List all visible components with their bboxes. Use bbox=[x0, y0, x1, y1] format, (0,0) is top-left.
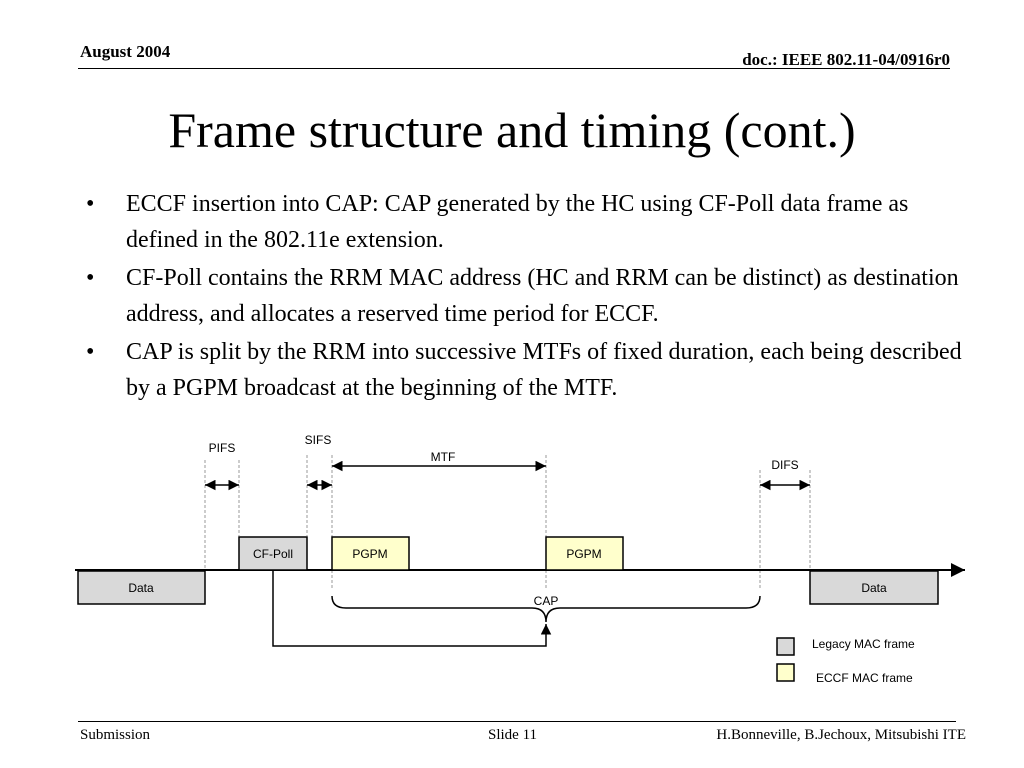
bullet-text: CAP is split by the RRM into successive … bbox=[126, 339, 962, 401]
footer-slide-number: Slide 11 bbox=[488, 727, 538, 743]
bullet-list: • ECCF insertion into CAP: CAP generated … bbox=[84, 186, 964, 408]
legend-swatch-eccf bbox=[776, 663, 795, 682]
header-date: August 2004 bbox=[80, 42, 171, 61]
data-frame-left bbox=[77, 570, 206, 605]
pgpm-frame-2 bbox=[545, 536, 624, 571]
footer-rule bbox=[78, 721, 956, 722]
bullet-item: • CAP is split by the RRM into successive… bbox=[84, 334, 964, 406]
bullet-item: • CF-Poll contains the RRM MAC address (H… bbox=[84, 260, 964, 332]
mtf-label: MTF bbox=[431, 450, 456, 464]
slide-title: Frame structure and timing (cont.) bbox=[168, 102, 856, 158]
legend-label-eccf: ECCF MAC frame bbox=[816, 671, 913, 685]
bullet-text: CF-Poll contains the RRM MAC address (HC… bbox=[126, 265, 959, 327]
cap-brace bbox=[331, 595, 761, 623]
pifs-label: PIFS bbox=[209, 441, 236, 455]
legend-label-legacy: Legacy MAC frame bbox=[812, 637, 915, 651]
cap-label: CAP bbox=[534, 594, 559, 608]
header-doc-id: doc.: IEEE 802.11-04/0916r0 bbox=[742, 50, 950, 69]
bullet-marker: • bbox=[86, 265, 95, 291]
data-frame-left-label: Data bbox=[128, 581, 154, 595]
data-frame-right-label: Data bbox=[861, 581, 887, 595]
cap-allocation-arrow bbox=[272, 570, 552, 647]
bullet-text: ECCF insertion into CAP: CAP generated b… bbox=[126, 191, 909, 253]
legend-swatch-legacy bbox=[776, 637, 795, 656]
header-rule bbox=[78, 68, 950, 69]
bullet-marker: • bbox=[86, 339, 95, 365]
footer-authors: H.Bonneville, B.Jechoux, Mitsubishi ITE bbox=[716, 727, 966, 743]
pgpm-frame-2-label: PGPM bbox=[566, 547, 601, 561]
bullet-marker: • bbox=[86, 191, 95, 217]
difs-label: DIFS bbox=[771, 458, 798, 472]
cf-poll-label: CF-Poll bbox=[253, 547, 293, 561]
footer-submission: Submission bbox=[80, 727, 151, 743]
pgpm-frame-1-label: PGPM bbox=[352, 547, 387, 561]
data-frame-right bbox=[809, 570, 939, 605]
bullet-item: • ECCF insertion into CAP: CAP generated … bbox=[84, 186, 964, 258]
sifs-label: SIFS bbox=[305, 433, 332, 447]
pgpm-frame-1 bbox=[331, 536, 410, 571]
